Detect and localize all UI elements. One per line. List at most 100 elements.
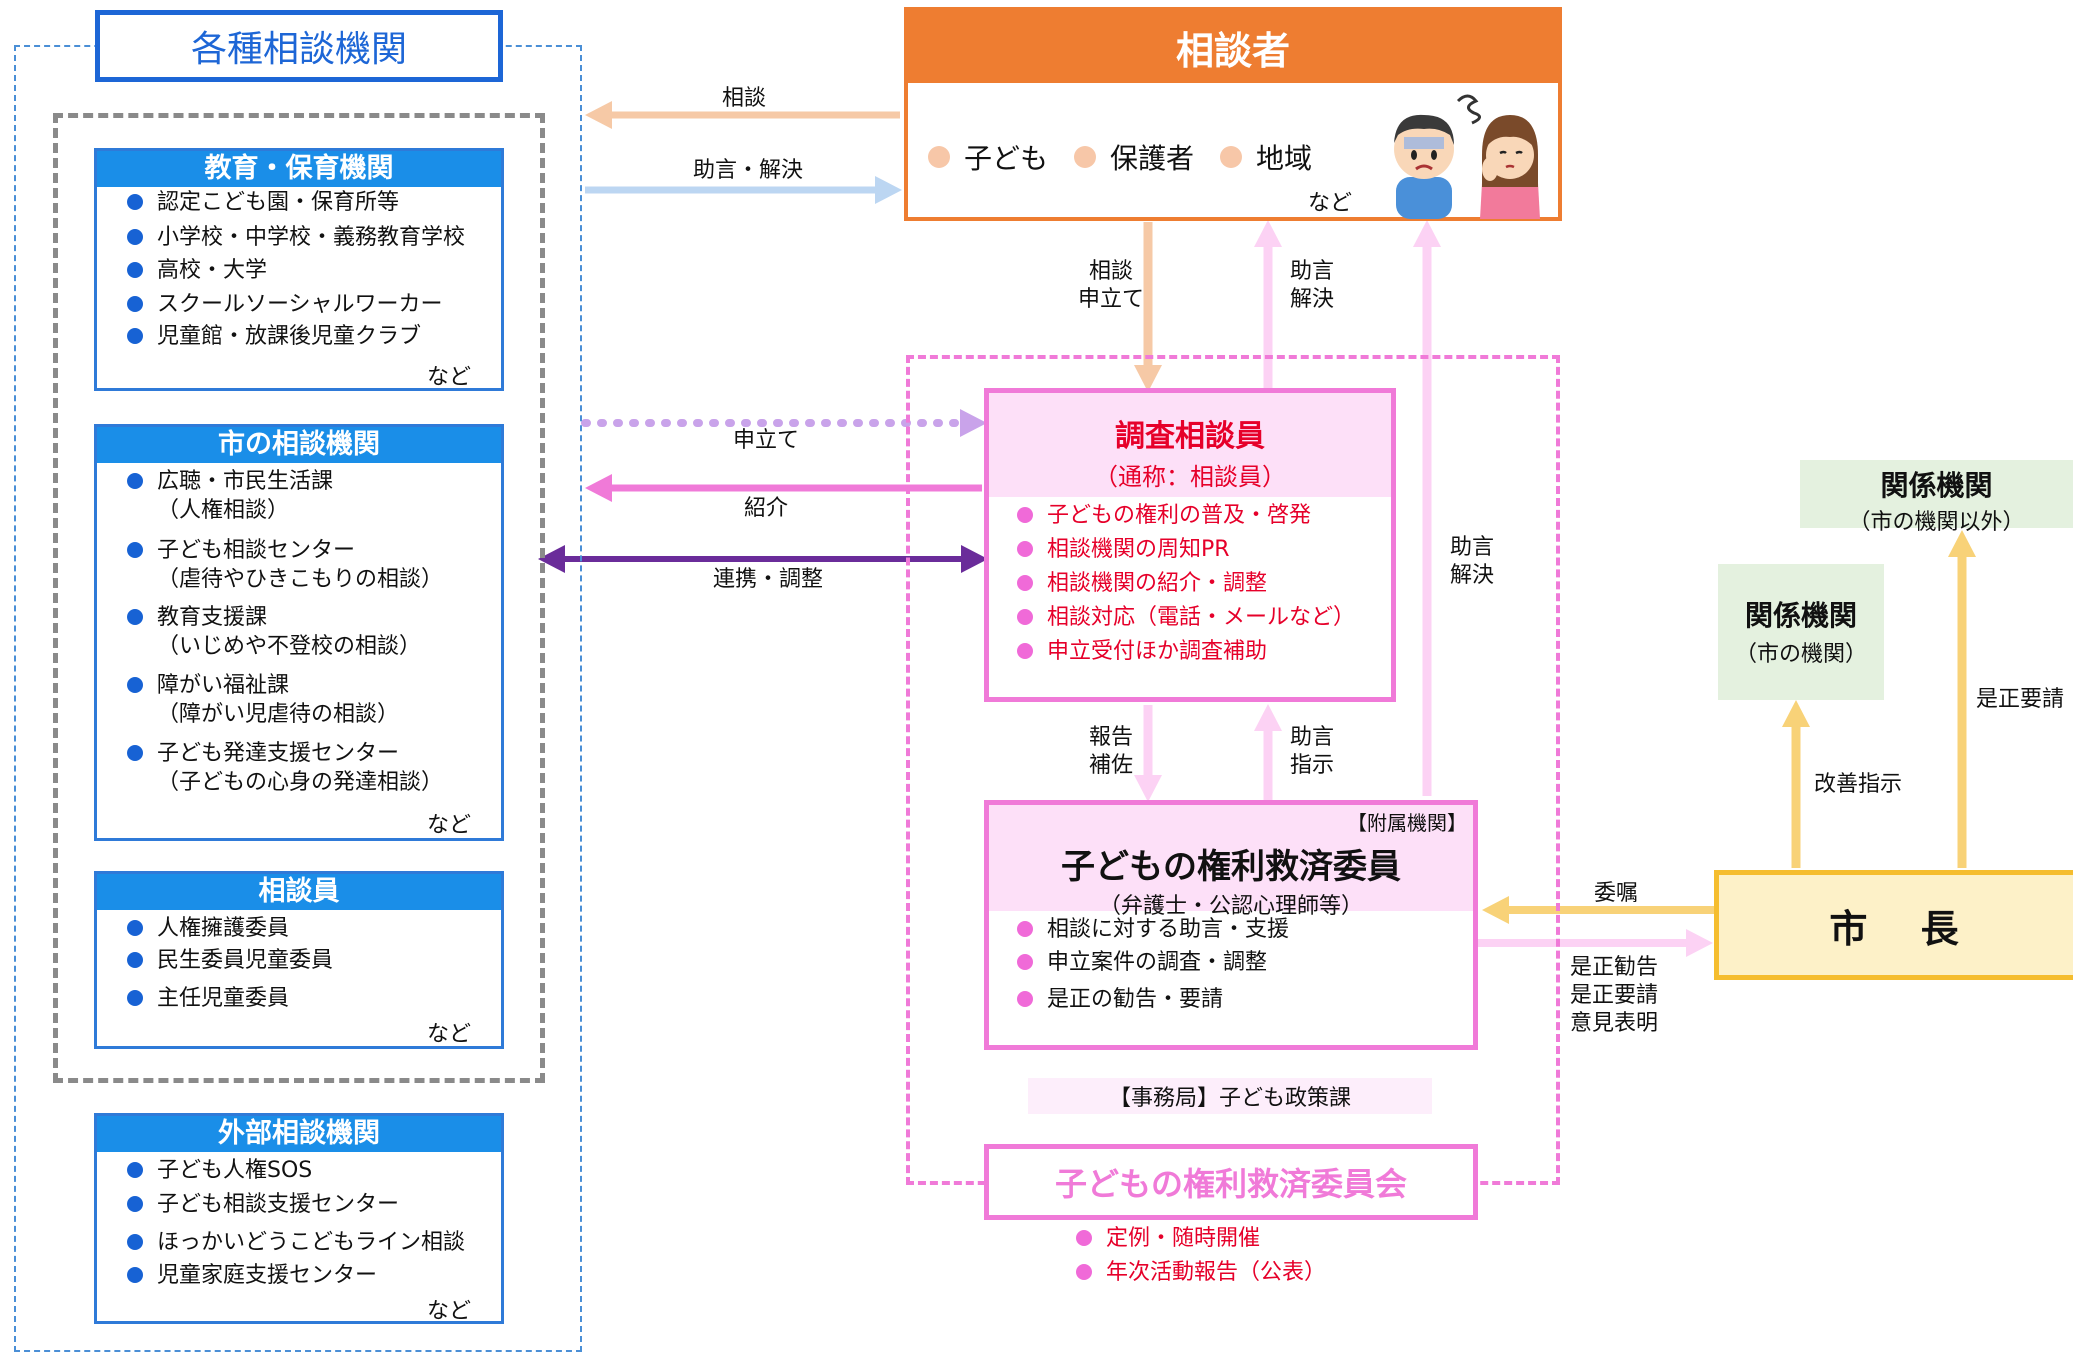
list-item: ほっかいどうこどもライン相談 (127, 1228, 465, 1257)
bullet-icon (127, 677, 143, 693)
consultant-items: 子ども 保護者 地域 (928, 137, 1312, 177)
group-header: 市の相談機関 (97, 427, 501, 463)
label-right-advice: 助言解決 (1449, 535, 1494, 588)
arrow-consult-petition-down (1134, 222, 1162, 392)
arrow-right-advice-up (1413, 220, 1441, 796)
label-entrust: 委嘱 (1594, 881, 1639, 906)
label-advice-resolve: 助言・解決 (693, 158, 804, 183)
arrow-improve-up (1782, 700, 1810, 868)
list-item: 子ども相談センター（虐待やひきこもりの相談） (127, 536, 443, 594)
agencies-title: 各種相談機関 (95, 10, 503, 82)
bullet-icon (127, 1162, 143, 1178)
arrow-petition (581, 409, 987, 437)
committee-member-header: 【附属機関】 子どもの権利救済委員 （弁護士・公認心理師等） (989, 805, 1473, 919)
list-item: 民生委員児童委員 (127, 946, 333, 975)
bullet-icon (127, 328, 143, 344)
agencies-inner-frame (53, 113, 545, 1083)
bullet-icon (127, 990, 143, 1006)
bullet-icon (1017, 575, 1033, 591)
label-improve: 改善指示 (1814, 772, 1903, 797)
list-item: 相談機関の紹介・調整 (1017, 569, 1267, 599)
consultant-box: 相談者 子ども 保護者 地域 など (904, 7, 1562, 221)
investigator-box: 調査相談員 （通称：相談員） 子どもの権利の普及・啓発 相談機関の周知PR 相談… (984, 388, 1396, 702)
bullet-icon (1017, 921, 1033, 937)
list-item: 主任児童委員 (127, 984, 289, 1013)
list-item: 申立案件の調査・調整 (1017, 948, 1267, 978)
committee-title: 子どもの権利救済委員会 (984, 1144, 1478, 1220)
secretariat-label: 【事務局】子ども政策課 (1028, 1078, 1432, 1114)
label-advice: 助言解決 (1289, 259, 1334, 312)
list-item: 小学校・中学校・義務教育学校 (127, 223, 465, 252)
bullet-icon (1076, 1264, 1092, 1280)
arrow-report-down (1134, 705, 1162, 802)
label-instruct: 助言指示 (1289, 725, 1334, 778)
list-item: 相談機関の周知PR (1017, 535, 1230, 565)
arrow-advice-up (1254, 220, 1282, 390)
worried-people-illustration (1394, 94, 1540, 219)
committee-member-subtitle: （弁護士・公認心理師等） (1098, 894, 1363, 919)
bullet-icon (127, 542, 143, 558)
related-outside-box: 関係機関 （市の機関以外） (1800, 460, 2073, 535)
committee-member-tag: 【附属機関】 (1347, 811, 1467, 835)
etc-label: など (427, 813, 472, 838)
list-item: 児童家庭支援センター (127, 1261, 377, 1290)
bullet-icon (127, 296, 143, 312)
bullet-icon (1220, 146, 1243, 168)
bullet-icon (1017, 954, 1033, 970)
related-city-title: 関係機関 (1744, 599, 1857, 632)
bullet-icon (1017, 541, 1033, 557)
group-counselors: 相談員 人権擁護委員 民生委員児童委員 主任児童委員 など (94, 871, 504, 1049)
list-item: 子ども人権SOS (127, 1156, 312, 1185)
related-outside-title: 関係機関 (1880, 469, 1993, 502)
bullet-icon (127, 745, 143, 761)
bullet-icon (127, 609, 143, 625)
list-item: 子どもの権利の普及・啓発 (1017, 501, 1311, 531)
list-item: 児童館・放課後児童クラブ (127, 322, 421, 351)
list-item: 高校・大学 (127, 256, 267, 285)
list-item: 定例・随時開催 (1076, 1222, 1326, 1256)
bullet-icon (127, 1234, 143, 1250)
etc-label: など (1308, 191, 1353, 216)
bullet-icon (127, 1267, 143, 1283)
group-header: 相談員 (97, 874, 501, 910)
list-item: 認定こども園・保育所等 (127, 188, 399, 217)
arrow-entrust (1482, 896, 1715, 924)
related-outside-subtitle: （市の機関以外） (1848, 510, 2025, 535)
mayor-box: 市 長 (1714, 870, 2073, 980)
consultant-title: 相談者 (908, 11, 1558, 83)
label-consult-petition: 相談申立て (1077, 259, 1144, 312)
list-item: 是正の勧告・要請 (1017, 985, 1223, 1015)
list-item: 教育支援課（いじめや不登校の相談） (127, 603, 421, 661)
list-item: 年次活動報告（公表） (1076, 1256, 1326, 1290)
etc-label: など (427, 1299, 472, 1324)
bullet-icon (127, 262, 143, 278)
arrow-recommend (1478, 929, 1713, 957)
list-item: 相談対応（電話・メールなど） (1017, 603, 1355, 633)
label-consult: 相談 (722, 86, 767, 111)
group-header: 教育・保育機関 (97, 151, 501, 187)
bullet-icon (127, 229, 143, 245)
bullet-icon (1017, 991, 1033, 1007)
committee-items: 定例・随時開催 年次活動報告（公表） (1076, 1222, 1326, 1290)
label-cooperate: 連携・調整 (713, 567, 824, 592)
bullet-icon (127, 194, 143, 210)
bullet-icon (127, 952, 143, 968)
label-petition: 申立て (733, 428, 800, 453)
list-item: 相談に対する助言・支援 (1017, 915, 1289, 945)
etc-label: など (427, 1022, 472, 1047)
bullet-icon (127, 920, 143, 936)
label-request: 是正要請 (1976, 687, 2065, 712)
group-external: 外部相談機関 子ども人権SOS 子ども相談支援センター ほっかいどうこどもライン… (94, 1113, 504, 1324)
related-city-box: 関係機関 （市の機関） (1718, 564, 1884, 700)
bullet-icon (127, 473, 143, 489)
bullet-icon (1017, 609, 1033, 625)
list-item: スクールソーシャルワーカー (127, 290, 443, 319)
arrow-consult (585, 101, 900, 129)
committee-member-box: 【附属機関】 子どもの権利救済委員 （弁護士・公認心理師等） 相談に対する助言・… (984, 800, 1478, 1050)
bullet-icon (928, 146, 950, 168)
label-report: 報告補佐 (1088, 725, 1133, 778)
bullet-icon (1017, 507, 1033, 523)
group-header: 外部相談機関 (97, 1116, 501, 1152)
bullet-icon (1074, 146, 1097, 168)
